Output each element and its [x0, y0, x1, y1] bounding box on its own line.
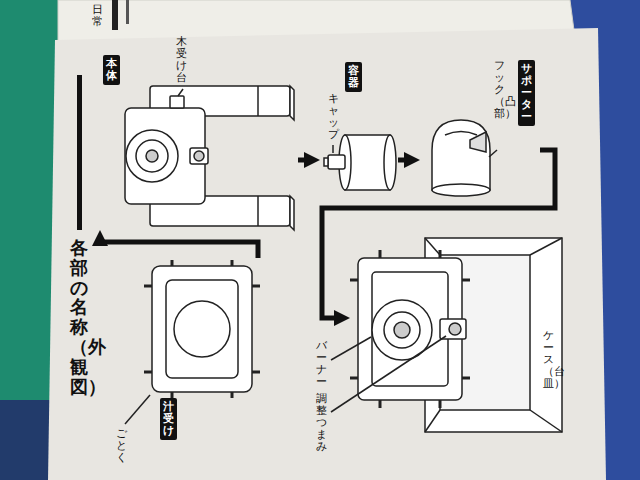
assembled-stove-drawing [331, 238, 562, 432]
gas-can-drawing [328, 155, 345, 169]
supporter-drawing [470, 132, 486, 152]
supporter-drawing [432, 120, 497, 196]
assembled-stove-drawing [440, 319, 466, 339]
part-group: 本体 [95, 45, 298, 230]
main-body-drawing [257, 196, 259, 226]
assembled-stove-drawing [372, 272, 448, 386]
part-label: バーナー [316, 340, 327, 388]
assembled-stove-drawing [350, 250, 470, 408]
assembled-stove-drawing [530, 238, 562, 255]
assembled-stove-drawing [425, 410, 440, 432]
supporter-drawing [445, 132, 477, 136]
part-badge: サポーター [518, 60, 535, 126]
page-title: 各部の名称（外観図） [70, 238, 88, 396]
connector-group [100, 150, 555, 318]
grate-drawing [174, 301, 230, 357]
part-name: ケース（台皿） [543, 330, 554, 390]
backdrop [48, 28, 606, 480]
part-group: サポーター [420, 55, 540, 195]
part-label: キャップ [328, 93, 339, 141]
part-label: 木受け台 [176, 36, 187, 84]
assembled-stove-drawing [331, 337, 371, 360]
part-label: 調整つまみ [316, 393, 327, 453]
gas-can-drawing [324, 135, 396, 190]
grate-drawing [144, 260, 260, 398]
part-label: ごとく [116, 428, 127, 464]
backdrop [77, 75, 82, 230]
part-badge: 容器 [345, 62, 362, 92]
gas-can-drawing [332, 145, 334, 153]
part-badge: 汁受け [160, 398, 177, 440]
gas-can-drawing [324, 158, 328, 166]
main-body-drawing [290, 196, 294, 230]
main-body-drawing [190, 148, 208, 164]
main-body-drawing [126, 130, 178, 182]
part-group: ケース（台皿） [350, 218, 567, 448]
main-body-drawing [290, 86, 294, 120]
assembled-stove-drawing [384, 312, 420, 348]
part-label: フック（凸部） [494, 60, 505, 120]
backdrop [112, 0, 118, 30]
main-body-drawing [257, 86, 259, 116]
gas-can-drawing [384, 135, 396, 190]
assembled-stove-drawing [449, 323, 461, 335]
assembled-stove-drawing [425, 238, 440, 255]
grate-drawing [152, 266, 252, 392]
grate-drawing [166, 280, 238, 378]
grate-drawing [125, 260, 260, 424]
flow-arrow [398, 158, 412, 163]
flow-arrow [298, 158, 312, 163]
main-body-drawing [170, 96, 184, 108]
stove-illustration [125, 86, 562, 432]
part-label: 日常 [92, 4, 103, 28]
flow-arrow [100, 238, 258, 258]
main-body-drawing [125, 86, 294, 230]
assembled-stove-drawing [530, 410, 562, 432]
main-body-drawing [178, 89, 183, 96]
assembled-stove-drawing [331, 336, 446, 412]
main-body-drawing [146, 150, 158, 162]
supporter-drawing [432, 184, 490, 196]
part-group: 汁受け [110, 258, 268, 448]
supporter-drawing [489, 150, 497, 157]
main-body-drawing [194, 151, 204, 161]
grate-drawing [125, 395, 150, 424]
assembled-stove-drawing [394, 322, 410, 338]
flow-arrow [322, 150, 555, 318]
part-badge: 本体 [103, 55, 120, 85]
backdrop [126, 0, 129, 24]
supporter-drawing [432, 120, 490, 190]
main-body-drawing [136, 140, 168, 172]
